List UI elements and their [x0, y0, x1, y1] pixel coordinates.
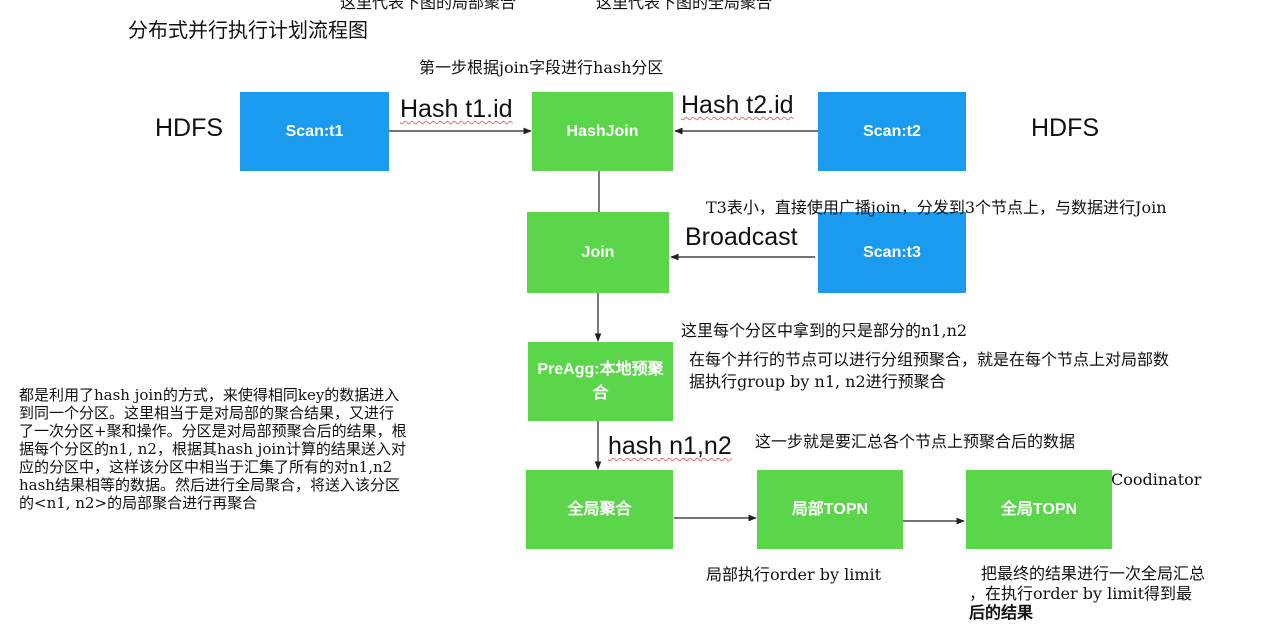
- note-preagg-line2: 据执行group by n1, n2进行预聚合: [689, 372, 946, 391]
- hdfs-right-label: HDFS: [1031, 114, 1100, 142]
- step1-note: 第一步根据join字段进行hash分区: [419, 58, 664, 77]
- left-explanation-line: hash结果相等的数据。然后进行全局聚合，将送入该分区: [19, 476, 400, 494]
- note-t3-broadcast: T3表小，直接使用广播join，分发到3个节点上，与数据进行Join: [706, 198, 1167, 217]
- note-partial-partition: 这里每个分区中拿到的只是部分的n1,n2: [681, 321, 968, 340]
- diagram-title: 分布式并行执行计划流程图: [128, 18, 368, 42]
- scan-t3-node: Scan:t3: [818, 212, 966, 293]
- edge-label-hash-t2: Hash t2.id: [681, 91, 794, 120]
- note-preagg-line1: 在每个并行的节点可以进行分组预聚合，就是在每个节点上对局部数: [689, 350, 1170, 369]
- hdfs-left-label: HDFS: [155, 114, 224, 142]
- left-explanation-line: 应的分区中，这样该分区中相当于汇集了所有的对n1,n2: [19, 458, 393, 476]
- left-explanation: 都是利用了hash join的方式，来使得相同key的数据进入 到同一个分区。这…: [19, 386, 519, 512]
- scan-t2-node: Scan:t2: [818, 92, 966, 171]
- note-summary: 这一步就是要汇总各个节点上预聚合后的数据: [755, 432, 1076, 451]
- local-topn-node: 局部TOPN: [757, 470, 903, 549]
- left-explanation-line: 到同一个分区。这里相当于是对局部的聚合结果，又进行: [19, 404, 395, 422]
- edge-label-hash-n1n2-text: hash n1,n2: [608, 432, 732, 460]
- edge-label-hash-t1-text: Hash t1.id: [400, 95, 513, 123]
- left-explanation-line: 的<n1, n2>的局部聚合进行再聚合: [19, 494, 258, 512]
- global-topn-node: 全局TOPN: [966, 470, 1112, 549]
- join-node: Join: [527, 212, 669, 293]
- preagg-node: PreAgg:本地预聚合: [528, 342, 673, 421]
- left-explanation-line: 据每个分区的n1, n2，根据其hash join计算的结果送入对: [19, 440, 406, 458]
- note-final-line2: ，在执行order by limit得到最: [969, 584, 1193, 603]
- edge-label-hash-t1: Hash t1.id: [400, 95, 513, 124]
- left-explanation-line: 了一次分区+聚和操作。分区是对局部预聚合后的结果，根: [19, 422, 407, 440]
- top-clipped-note-right: 这里代表下图的全局聚合: [596, 0, 773, 12]
- edge-label-hash-t2-text: Hash t2.id: [681, 91, 794, 119]
- hashjoin-node: HashJoin: [532, 92, 673, 171]
- global-agg-node: 全局聚合: [526, 470, 673, 549]
- edge-label-hash-n1n2: hash n1,n2: [608, 432, 732, 461]
- note-local-limit: 局部执行order by limit: [706, 565, 882, 584]
- edge-label-broadcast: Broadcast: [685, 223, 798, 251]
- left-explanation-line: 都是利用了hash join的方式，来使得相同key的数据进入: [19, 386, 400, 404]
- scan-t1-node: Scan:t1: [240, 92, 389, 171]
- top-clipped-note-left: 这里代表下图的局部聚合: [340, 0, 517, 12]
- note-final-line3: 后的结果: [969, 603, 1034, 622]
- note-final-line1: 把最终的结果进行一次全局汇总: [981, 564, 1206, 583]
- coordinator-label: Coodinator: [1111, 470, 1202, 489]
